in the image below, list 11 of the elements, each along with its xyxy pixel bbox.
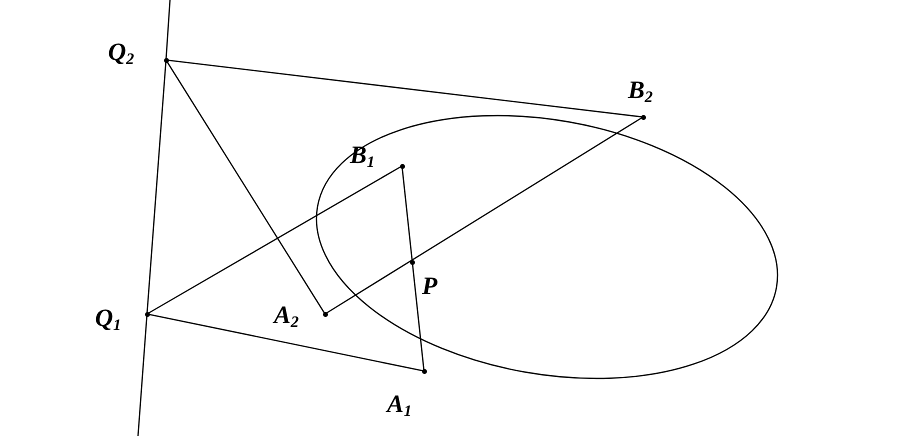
point-label: Q$_{2}$: [108, 40, 134, 68]
line-segment: [146, 165, 402, 315]
line-segment: [165, 0, 171, 60]
line-segment: [324, 116, 644, 315]
point-label: B$_{1}$: [350, 143, 375, 171]
point-label: A$_{1}$: [387, 392, 412, 420]
line-segment: [165, 60, 326, 314]
point-label: P: [422, 274, 438, 299]
point-label: A$_{2}$: [274, 303, 299, 331]
point-label: B$_{2}$: [628, 78, 653, 106]
point-label: Q$_{1}$: [95, 306, 122, 334]
